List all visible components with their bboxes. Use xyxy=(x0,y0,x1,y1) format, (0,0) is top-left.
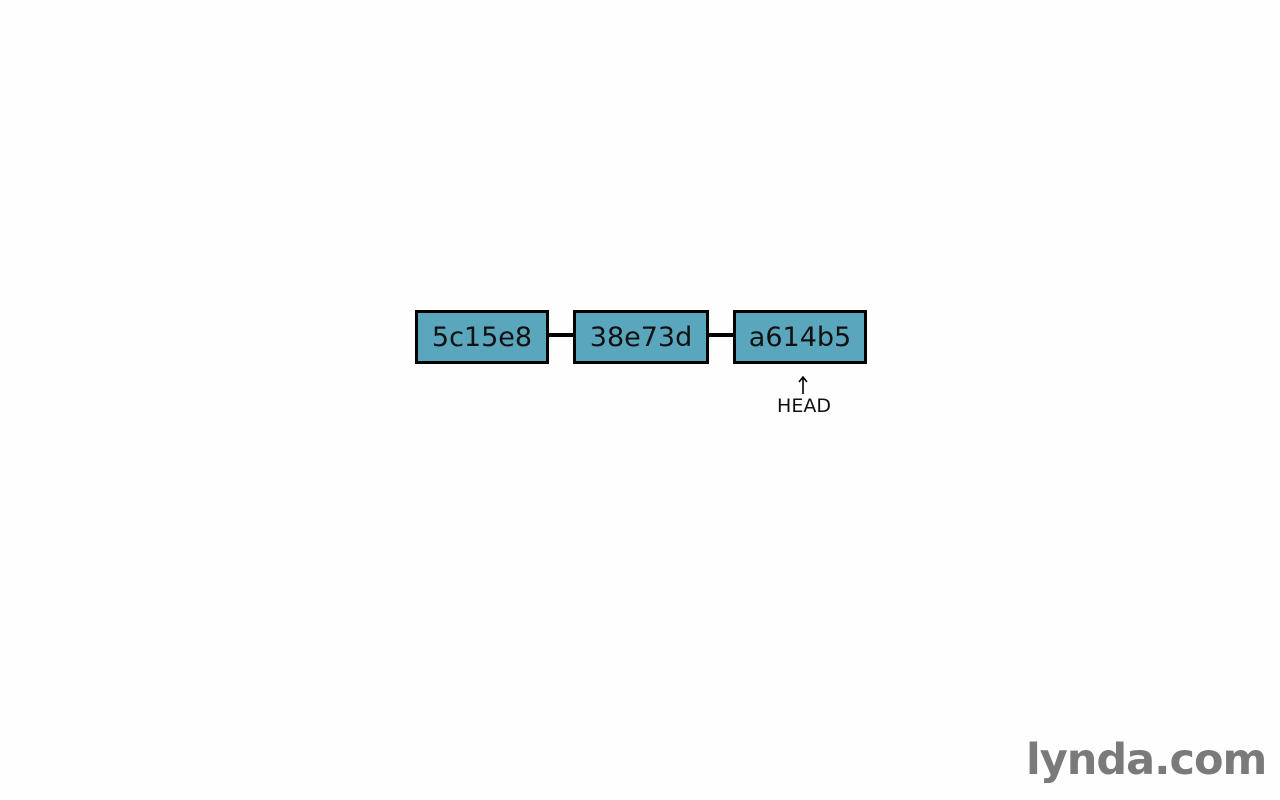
commit-node: 38e73d xyxy=(573,310,709,364)
commit-node-head: a614b5 xyxy=(733,310,867,364)
commit-connector xyxy=(549,333,573,337)
commit-hash-label: a614b5 xyxy=(748,321,852,353)
lynda-logo: lynda.com xyxy=(1026,735,1267,785)
commit-connector xyxy=(709,333,733,337)
commit-hash-label: 38e73d xyxy=(589,321,693,353)
commit-hash-label: 5c15e8 xyxy=(431,321,533,353)
head-pointer-label: HEAD xyxy=(777,395,831,417)
head-pointer-arrow-icon xyxy=(798,375,808,394)
commit-node: 5c15e8 xyxy=(415,310,549,364)
